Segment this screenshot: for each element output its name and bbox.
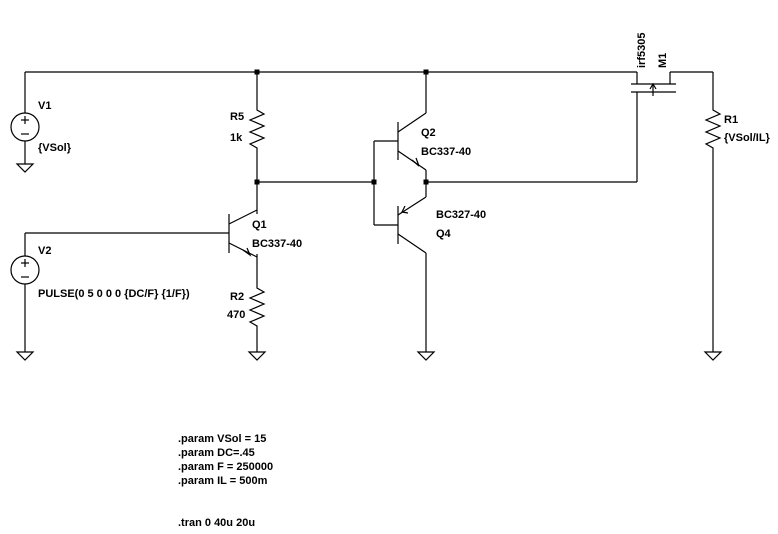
- junctions: [254, 69, 429, 185]
- junction-dot: [371, 179, 377, 185]
- resistor-r1[interactable]: R1 {VSol/IL}: [704, 104, 771, 150]
- resistor-r1-symbol: [704, 104, 722, 150]
- ground-icon: [416, 351, 436, 361]
- ground-icon: [15, 351, 35, 361]
- q2-emitter-arrow: [411, 157, 420, 167]
- v1-name: V1: [38, 100, 51, 112]
- q1-collector: [228, 209, 258, 225]
- r5-name: R5: [230, 111, 244, 123]
- wires: [24, 71, 714, 352]
- q4-emitter-arrow: [401, 205, 409, 214]
- param-directive[interactable]: .param IL = 500m: [178, 475, 268, 487]
- m1-name: M1: [657, 53, 669, 68]
- q1-name: Q1: [252, 219, 267, 231]
- r5-value: 1k: [230, 132, 243, 144]
- resistor-r5-symbol: [248, 104, 266, 150]
- resistor-r2[interactable]: R2 470: [227, 282, 266, 328]
- junction-dot: [254, 179, 260, 185]
- r1-name: R1: [724, 114, 738, 126]
- source-v1[interactable]: V1 {VSol}: [10, 100, 72, 154]
- junction-dot: [254, 69, 260, 75]
- source-v1-symbol: [10, 112, 40, 142]
- resistor-r2-symbol: [248, 282, 266, 328]
- v1-value: {VSol}: [38, 142, 72, 154]
- q2-collector: [397, 112, 427, 133]
- m1-value: irf5305: [636, 33, 648, 68]
- resistor-r5[interactable]: R5 1k: [230, 104, 266, 150]
- tran-directive[interactable]: .tran 0 40u 20u: [178, 517, 255, 529]
- ground-icon: [703, 351, 723, 361]
- param-directive[interactable]: .param VSol = 15: [178, 433, 266, 445]
- r1-value: {VSol/IL}: [724, 132, 771, 144]
- junction-dot: [423, 69, 429, 75]
- ground-icon: [15, 163, 35, 173]
- param-directive[interactable]: .param F = 250000: [178, 461, 273, 473]
- source-v2[interactable]: V2 PULSE(0 5 0 0 0 {DC/F} {1/F}): [10, 245, 190, 300]
- q1-value: BC337-40: [252, 238, 302, 250]
- q2-value: BC337-40: [421, 146, 471, 158]
- q4-value: BC327-40: [436, 209, 486, 221]
- ground-icon: [247, 351, 267, 361]
- q2-name: Q2: [421, 127, 436, 139]
- param-directive[interactable]: .param DC=.45: [178, 447, 255, 459]
- q4-collector: [397, 233, 427, 254]
- transistor-q4[interactable]: BC327-40 Q4: [397, 196, 486, 254]
- transistor-q1[interactable]: Q1 BC337-40: [228, 209, 302, 258]
- v2-value: PULSE(0 5 0 0 0 {DC/F} {1/F}): [38, 288, 190, 300]
- m1-body-arrow: [649, 82, 657, 90]
- source-v2-symbol: [10, 255, 40, 285]
- spice-directives: .param VSol = 15 .param DC=.45 .param F …: [178, 433, 273, 529]
- mosfet-m1[interactable]: irf5305 M1: [631, 33, 676, 96]
- q4-name: Q4: [436, 228, 452, 240]
- r2-value: 470: [227, 309, 245, 321]
- v2-name: V2: [38, 245, 51, 257]
- r2-name: R2: [230, 291, 244, 303]
- junction-dot: [423, 179, 429, 185]
- transistor-q2[interactable]: Q2 BC337-40: [397, 112, 471, 171]
- q1-emitter-arrow: [242, 247, 252, 257]
